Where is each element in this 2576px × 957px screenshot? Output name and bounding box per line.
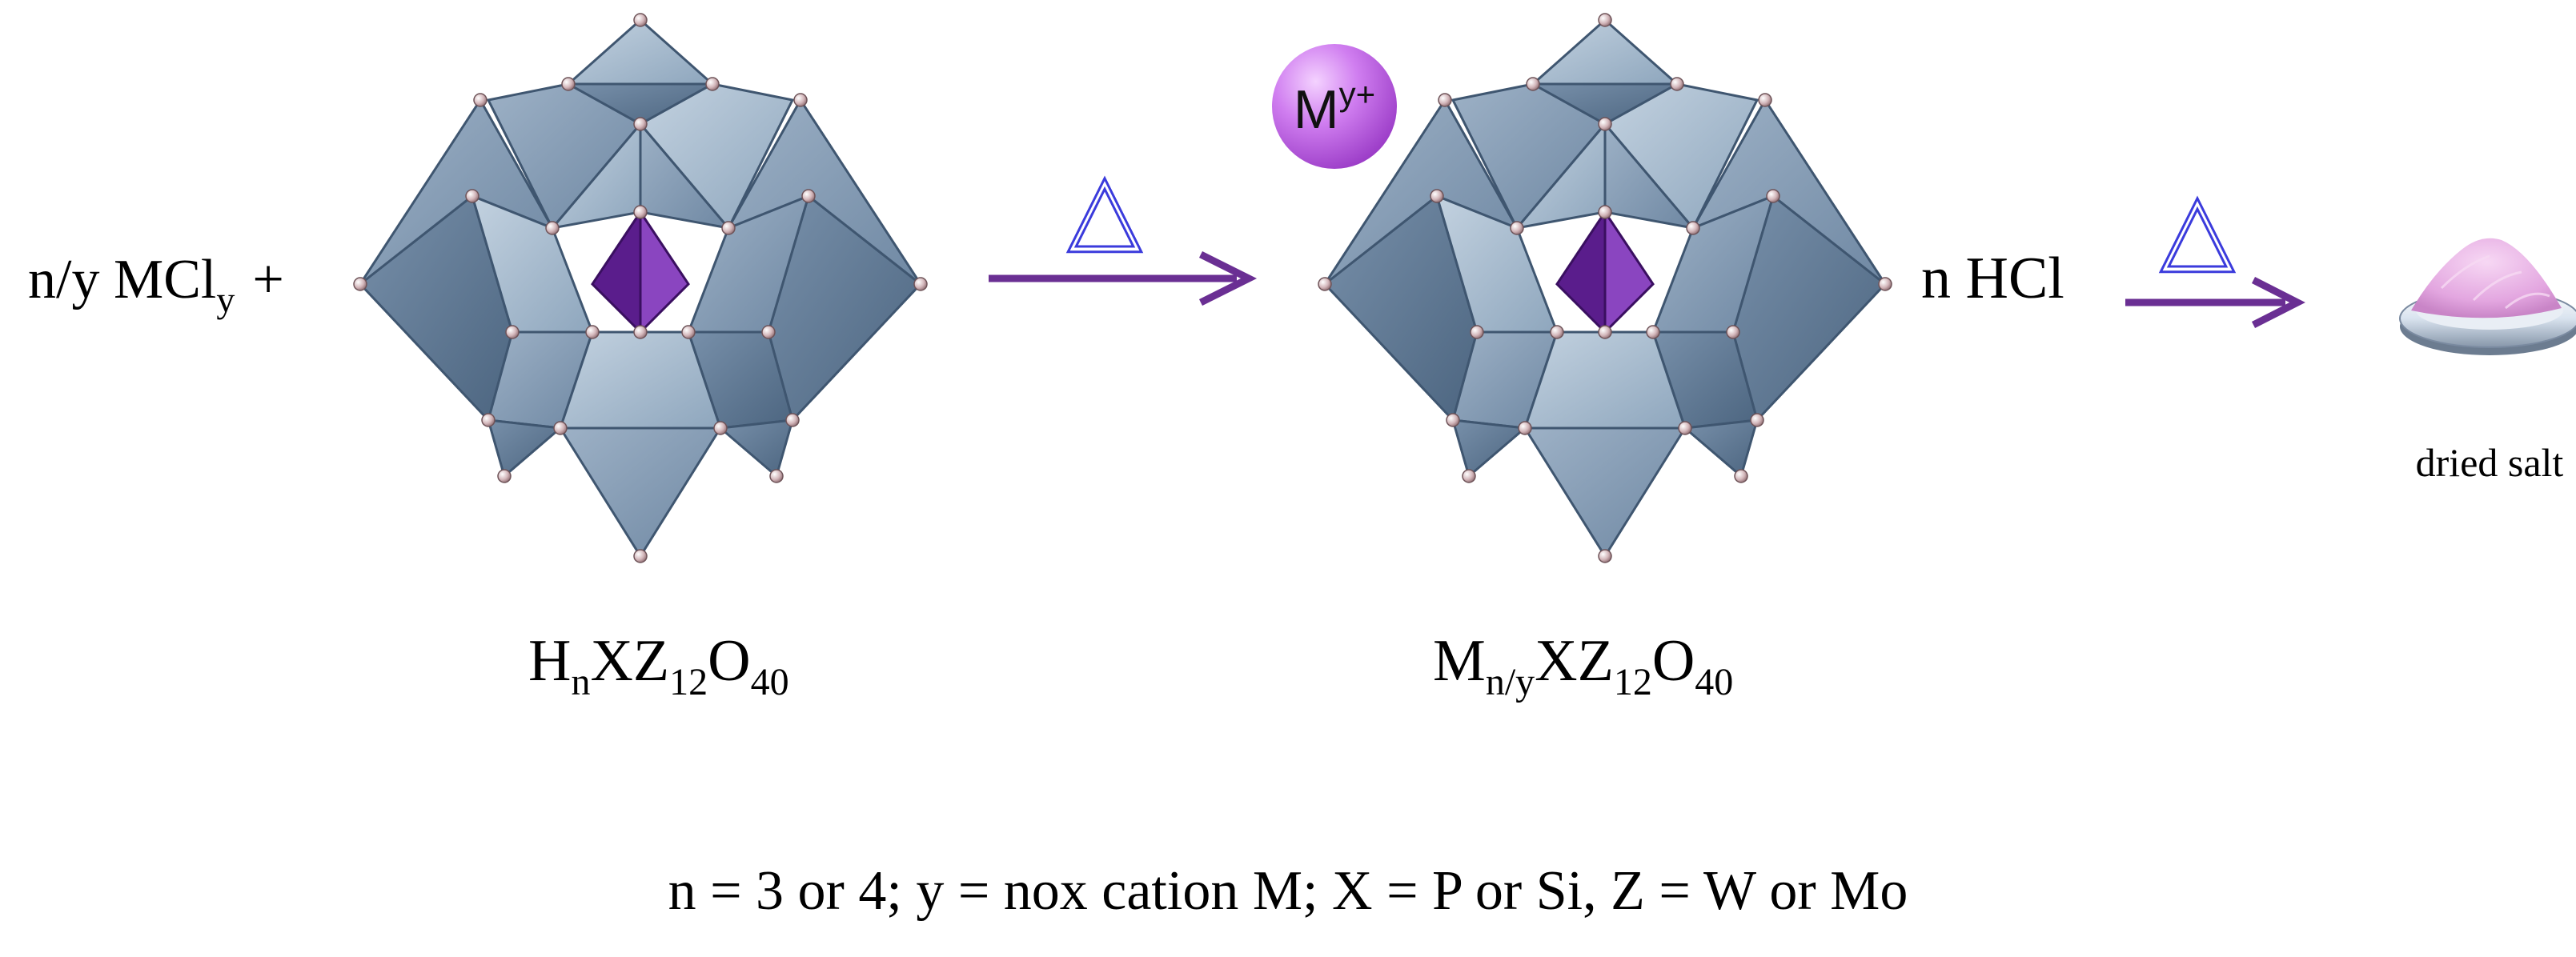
formula-acid: HnXZ12O40	[528, 628, 789, 703]
formula-acid-o-sub: 40	[751, 661, 789, 703]
reactant-plus: +	[252, 249, 283, 310]
keggin-cluster-acid	[352, 12, 929, 564]
formula-salt-o-sub: 40	[1695, 661, 1733, 703]
reactant-label: n/y MCly +	[28, 249, 284, 320]
cation-badge: My+	[1272, 44, 1397, 169]
dried-salt-label: dried salt	[2416, 440, 2564, 485]
formula-salt-xz-sub: 12	[1614, 661, 1652, 703]
formula-acid-h: H	[528, 628, 571, 694]
reactant-prefix: n/y MCl	[28, 249, 216, 310]
cation-symbol: M	[1294, 79, 1339, 140]
reactant-subscript: y	[216, 279, 235, 320]
cation-charge: y+	[1339, 75, 1376, 113]
formula-salt: Mn/yXZ12O40	[1433, 628, 1733, 703]
keggin-cluster-salt	[1317, 12, 1893, 564]
formula-acid-xz: XZ	[590, 628, 669, 694]
caption: n = 3 or 4; y = nox cation M; X = P or S…	[668, 860, 1908, 922]
reaction-arrow-1	[989, 250, 1258, 306]
formula-salt-xz: XZ	[1535, 628, 1614, 694]
formula-salt-m: M	[1433, 628, 1486, 694]
formula-acid-h-sub: n	[571, 661, 590, 703]
heat-symbol-1: △	[1068, 154, 1142, 261]
reaction-arrow-2	[2125, 276, 2305, 329]
byproduct-label: n HCl	[1921, 246, 2064, 311]
formula-salt-m-sub: n/y	[1486, 661, 1535, 703]
formula-salt-o: O	[1652, 628, 1695, 694]
formula-acid-o: O	[708, 628, 750, 694]
heat-symbol-2: △	[2161, 174, 2234, 281]
dried-salt-dish-icon	[2399, 238, 2576, 355]
formula-acid-xz-sub: 12	[669, 661, 708, 703]
svg-text:My+: My+	[1294, 75, 1375, 140]
